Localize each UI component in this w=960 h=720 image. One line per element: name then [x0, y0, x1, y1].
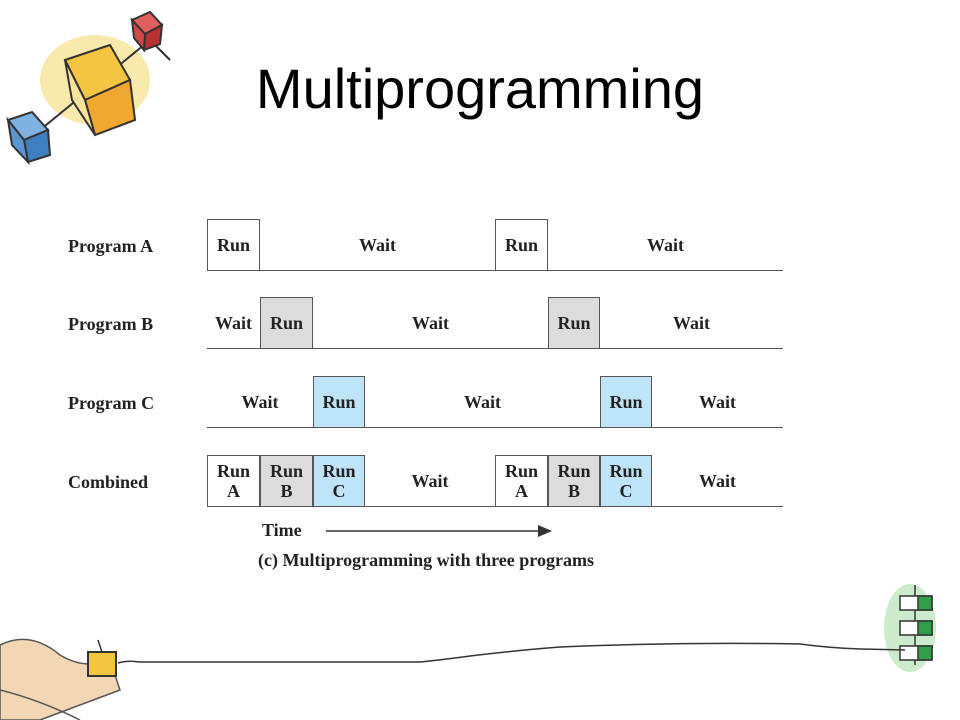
segment-run-c: Run C [600, 455, 652, 507]
segment-run: Run [260, 297, 313, 349]
segment-wait: Wait [463, 392, 501, 412]
segment-run: Run [207, 219, 260, 271]
segment-run-a: Run A [495, 455, 548, 507]
segment-run: Run [313, 376, 365, 428]
timeline-baseline [207, 427, 783, 428]
segment-wait: Wait [241, 392, 279, 412]
segment-wait: Wait [672, 313, 710, 333]
time-axis-label: Time [262, 520, 302, 540]
segment-wait: Wait [411, 471, 449, 491]
segment-run-a: Run A [207, 455, 260, 507]
green-boxes-icon [884, 584, 936, 672]
page-title: Multiprogramming [255, 57, 705, 120]
cube-cluster-icon [6, 10, 171, 166]
segment-run: Run [495, 219, 548, 271]
segment-wait: Wait [411, 313, 449, 333]
segment-wait: Wait [646, 235, 684, 255]
hand-drawn-line [117, 642, 906, 664]
segment-wait: Wait [698, 471, 736, 491]
timeline-baseline [207, 348, 783, 349]
row-label-combined: Combined [68, 472, 149, 492]
segment-wait: Wait [214, 313, 252, 333]
segment-run-b: Run B [260, 455, 313, 507]
segment-wait: Wait [698, 392, 736, 412]
row-label-program-a: Program A [68, 236, 154, 256]
diagram-caption: (c) Multiprogramming with three programs [258, 550, 594, 570]
segment-run-c: Run C [313, 455, 365, 507]
time-arrow [326, 525, 552, 537]
segment-run-b: Run B [548, 455, 600, 507]
row-label-program-b: Program B [68, 314, 154, 334]
segment-run: Run [600, 376, 652, 428]
segment-run: Run [548, 297, 600, 349]
hand-holding-box-icon [0, 638, 121, 720]
row-label-program-c: Program C [68, 393, 155, 413]
segment-wait: Wait [358, 235, 396, 255]
